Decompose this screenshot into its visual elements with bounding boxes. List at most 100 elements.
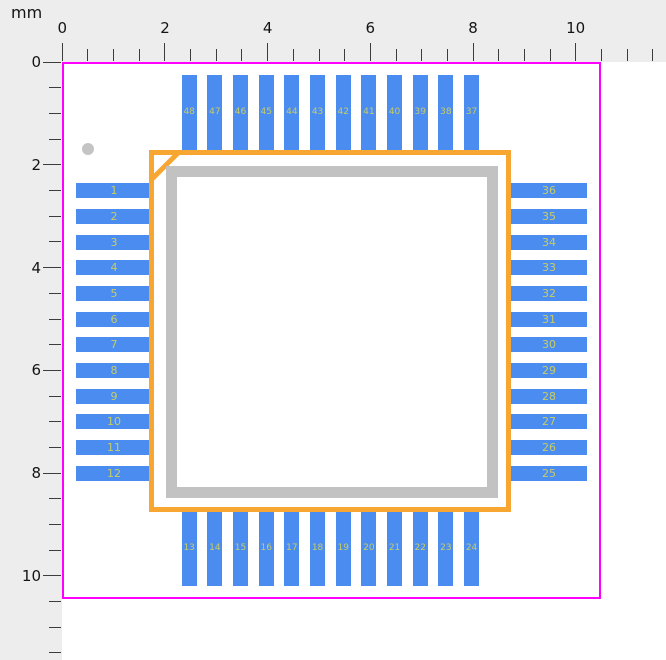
pad-7[interactable]: 7 (76, 337, 152, 353)
ruler-label-top: 8 (468, 19, 478, 37)
ruler-tick-top (318, 49, 320, 61)
pad-14[interactable]: 14 (207, 511, 223, 586)
ruler-tick-left (43, 61, 61, 63)
ruler-tick-top (523, 49, 525, 61)
pad-number: 30 (542, 338, 556, 352)
pad-19[interactable]: 19 (335, 511, 351, 586)
pad-21[interactable]: 21 (387, 511, 403, 586)
ruler-label-left: 4 (31, 258, 41, 277)
pad-32[interactable]: 32 (511, 285, 587, 301)
pad-number: 40 (388, 107, 401, 117)
pad-3[interactable]: 3 (76, 234, 152, 250)
ruler-tick-left (49, 498, 61, 500)
ruler-tick-left (49, 344, 61, 346)
pad-4[interactable]: 4 (76, 260, 152, 276)
ruler-label-left: 6 (31, 361, 41, 380)
ruler-tick-top (446, 49, 448, 61)
pad-42[interactable]: 42 (335, 75, 351, 150)
pad-33[interactable]: 33 (511, 260, 587, 276)
ruler-tick-left (49, 421, 61, 423)
pad-number: 28 (542, 389, 556, 403)
ruler-tick-left (49, 446, 61, 448)
pad-2[interactable]: 2 (76, 208, 152, 224)
pad-number: 8 (110, 363, 118, 377)
ruler-tick-top (215, 49, 217, 61)
pad-23[interactable]: 23 (438, 511, 454, 586)
ruler-tick-left (49, 395, 61, 397)
pad-1[interactable]: 1 (76, 183, 152, 199)
pad-46[interactable]: 46 (233, 75, 249, 150)
pad-6[interactable]: 6 (76, 311, 152, 327)
pad-5[interactable]: 5 (76, 285, 152, 301)
ruler-tick-top (87, 49, 89, 61)
pad-22[interactable]: 22 (412, 511, 428, 586)
ruler-tick-left (49, 549, 61, 551)
pad-26[interactable]: 26 (511, 439, 587, 455)
pad-10[interactable]: 10 (76, 414, 152, 430)
pad-number: 29 (542, 363, 556, 377)
pad-48[interactable]: 48 (181, 75, 197, 150)
pad-8[interactable]: 8 (76, 362, 152, 378)
ruler-tick-top (395, 49, 397, 61)
pad-28[interactable]: 28 (511, 388, 587, 404)
pad-36[interactable]: 36 (511, 183, 587, 199)
pad-35[interactable]: 35 (511, 208, 587, 224)
pad-number: 20 (363, 543, 375, 553)
pad-number: 26 (542, 440, 556, 454)
pad-number: 19 (337, 543, 349, 553)
ruler-tick-top (267, 43, 269, 61)
pad-number: 16 (260, 543, 272, 553)
pad-39[interactable]: 39 (412, 75, 428, 150)
pad-41[interactable]: 41 (361, 75, 377, 150)
pad-17[interactable]: 17 (284, 511, 300, 586)
ruler-tick-top (369, 43, 371, 61)
ruler-tick-left (43, 164, 61, 166)
pad-29[interactable]: 29 (511, 362, 587, 378)
pad-47[interactable]: 47 (207, 75, 223, 150)
pad-44[interactable]: 44 (284, 75, 300, 150)
pad-45[interactable]: 45 (258, 75, 274, 150)
pad-25[interactable]: 25 (511, 465, 587, 481)
ruler-label-left: 10 (21, 566, 41, 585)
pad-37[interactable]: 37 (464, 75, 480, 150)
pad-number: 45 (260, 107, 272, 117)
ruler-label-top: 10 (566, 19, 586, 37)
pad-34[interactable]: 34 (511, 234, 587, 250)
pad-12[interactable]: 12 (76, 465, 152, 481)
pad-27[interactable]: 27 (511, 414, 587, 430)
ruler-tick-top (241, 49, 243, 61)
pad-number: 31 (542, 312, 556, 326)
pad-16[interactable]: 16 (258, 511, 274, 586)
pad-15[interactable]: 15 (233, 511, 249, 586)
pad-38[interactable]: 38 (438, 75, 454, 150)
pad-number: 34 (542, 235, 556, 249)
ruler-tick-left (43, 267, 61, 269)
courtyard-outline (62, 62, 601, 599)
pad-11[interactable]: 11 (76, 439, 152, 455)
pad-13[interactable]: 13 (181, 511, 197, 586)
ruler-tick-left (49, 215, 61, 217)
pad-30[interactable]: 30 (511, 337, 587, 353)
ruler-tick-left (43, 472, 61, 474)
ruler-tick-top (421, 49, 423, 61)
pad-number: 48 (183, 107, 195, 117)
pad-number: 36 (542, 184, 556, 198)
pad-43[interactable]: 43 (310, 75, 326, 150)
ruler-label-top: 2 (160, 19, 170, 37)
pad-31[interactable]: 31 (511, 311, 587, 327)
pad-40[interactable]: 40 (387, 75, 403, 150)
ruler-tick-left (49, 113, 61, 115)
pad-20[interactable]: 20 (361, 511, 377, 586)
pad-number: 32 (542, 286, 556, 300)
pad-number: 46 (234, 107, 247, 117)
pad-18[interactable]: 18 (310, 511, 326, 586)
ruler-tick-left (49, 190, 61, 192)
ruler-tick-top (575, 43, 577, 61)
pad-9[interactable]: 9 (76, 388, 152, 404)
pad-24[interactable]: 24 (464, 511, 480, 586)
units-label: mm (11, 3, 43, 22)
pad-number: 27 (542, 415, 556, 429)
ruler-tick-top (472, 43, 474, 61)
ruler-label-left: 2 (31, 155, 41, 174)
